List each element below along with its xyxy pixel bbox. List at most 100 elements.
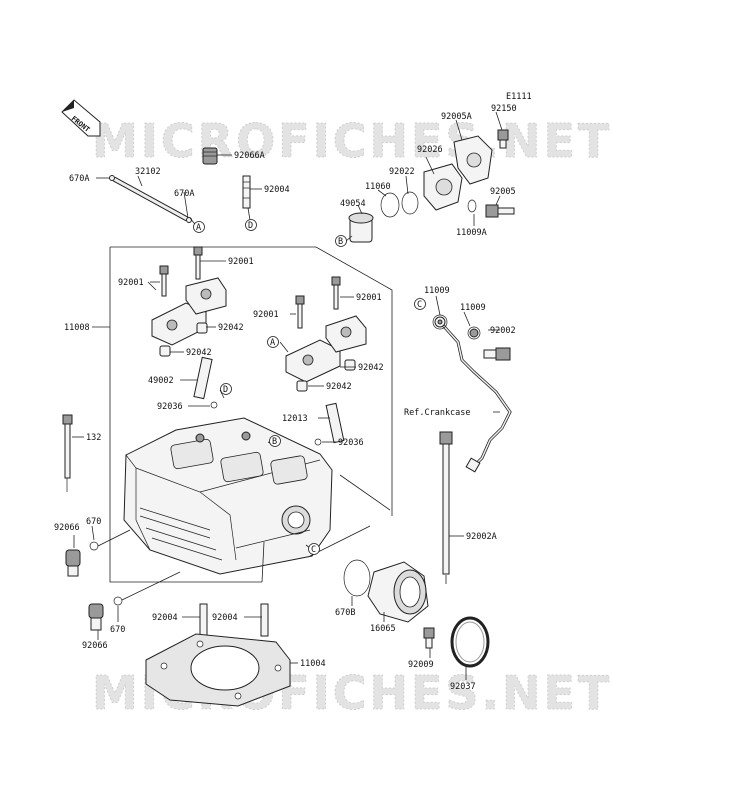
callout-b2: B [269, 435, 281, 447]
label-92066-b: 92066 [82, 641, 108, 651]
label-92001-d: 92001 [356, 293, 382, 303]
dowel-92042-d [296, 380, 308, 392]
callout-a1: A [193, 221, 205, 233]
callout-d1: D [245, 219, 257, 231]
leader-lines [72, 111, 503, 680]
banjo-bolt-92002 [483, 347, 511, 361]
label-92042-d: 92042 [326, 382, 352, 392]
bolt-92150 [497, 129, 509, 149]
diagram-code: E1111 [506, 92, 532, 102]
dowel-92042-b [159, 345, 171, 357]
label-11060: 11060 [365, 182, 391, 192]
label-92042-c: 92042 [358, 363, 384, 373]
o-ring-670b [343, 559, 371, 597]
bolt-92001-a [159, 265, 169, 297]
label-92022: 92022 [389, 167, 415, 177]
intake-pipe-16065 [367, 561, 429, 623]
label-670-a: 670 [86, 517, 101, 527]
label-92002: 92002 [490, 326, 516, 336]
stud-92004-top [242, 175, 251, 209]
label-92001-b: 92001 [118, 278, 144, 288]
label-12013: 12013 [282, 414, 308, 424]
frame-right [110, 246, 393, 516]
label-92005a: 92005A [441, 112, 472, 122]
fitting-92005 [485, 204, 515, 218]
label-49054: 49054 [340, 199, 366, 209]
part-labels: 92150 92005A 92066A 92026 670A 32102 670… [54, 104, 517, 692]
label-92037: 92037 [450, 682, 476, 692]
oil-pipe [434, 316, 512, 473]
label-92001-c: 92001 [253, 310, 279, 320]
circlip-92036-a [210, 401, 218, 409]
label-11008: 11008 [64, 323, 90, 333]
svg-text:A: A [270, 338, 275, 348]
o-ring-670-b [113, 596, 123, 606]
bolt-92001-c [295, 295, 305, 329]
label-11009a: 11009A [456, 228, 487, 238]
label-11004: 11004 [300, 659, 326, 669]
label-670-b: 670 [110, 625, 125, 635]
label-92004-a: 92004 [152, 613, 178, 623]
label-92026: 92026 [417, 145, 443, 155]
o-ring-670-a [89, 541, 99, 551]
label-92036-a: 92036 [157, 402, 183, 412]
washer-11009-b [467, 326, 481, 340]
label-92042-a: 92042 [218, 323, 244, 333]
plug-92066-a [65, 549, 81, 577]
o-ring-92022 [401, 191, 419, 215]
label-92066a: 92066A [234, 151, 265, 161]
bolt-92001-d [331, 276, 341, 310]
svg-text:D: D [223, 385, 228, 395]
plug-92066a [202, 147, 218, 165]
callout-c2: C [308, 543, 320, 555]
callout-d2: D [220, 383, 232, 395]
label-92005: 92005 [490, 187, 516, 197]
label-92004-top: 92004 [264, 185, 290, 195]
label-92009: 92009 [408, 660, 434, 670]
thermostat-cover-49054 [348, 212, 374, 243]
bracket-92005a [453, 135, 493, 185]
bolt-92001-b [193, 246, 203, 280]
callout-a2: A [267, 336, 279, 348]
front-arrow-icon: FRONT [61, 99, 101, 137]
cylinder-head [123, 417, 333, 575]
clamp-92037 [450, 616, 490, 668]
head-bolt-132 [62, 414, 73, 492]
label-11009-a: 11009 [424, 286, 450, 296]
label-92066-a: 92066 [54, 523, 80, 533]
stud-92004-b [260, 603, 269, 637]
label-92042-b: 92042 [186, 348, 212, 358]
stud-92004-a [199, 603, 208, 637]
label-11009-b: 11009 [460, 303, 486, 313]
svg-text:C: C [417, 300, 422, 310]
label-92150: 92150 [491, 104, 517, 114]
label-132: 132 [86, 433, 101, 443]
watermark-top: MICROFICHES.NET [92, 114, 612, 168]
label-670a-left: 670A [69, 174, 89, 184]
washer-11060 [380, 192, 400, 218]
circlip-92036-b [314, 438, 322, 446]
washer-11009a [467, 199, 477, 213]
rocker-cap-right [285, 315, 367, 383]
label-32102: 32102 [135, 167, 161, 177]
dowel-92042-a [196, 322, 208, 334]
svg-text:B: B [272, 437, 277, 447]
rocker-cap-left [151, 277, 227, 346]
svg-text:C: C [311, 545, 316, 555]
dowel-92042-c [344, 359, 356, 371]
label-92036-b: 92036 [338, 438, 364, 448]
plug-92066-b [88, 603, 104, 631]
label-92001-a: 92001 [228, 257, 254, 267]
label-92002a: 92002A [466, 532, 497, 542]
label-670b: 670B [335, 608, 355, 618]
bolt-92009 [423, 627, 435, 649]
head-gasket-11004 [145, 633, 291, 707]
housing-92026 [423, 163, 463, 211]
callout-b1: B [335, 235, 347, 247]
label-670a-right: 670A [174, 189, 194, 199]
rocker-shaft [109, 175, 192, 223]
label-ref-crankcase: Ref.Crankcase [404, 408, 471, 418]
valve-guide-12013 [325, 402, 345, 444]
